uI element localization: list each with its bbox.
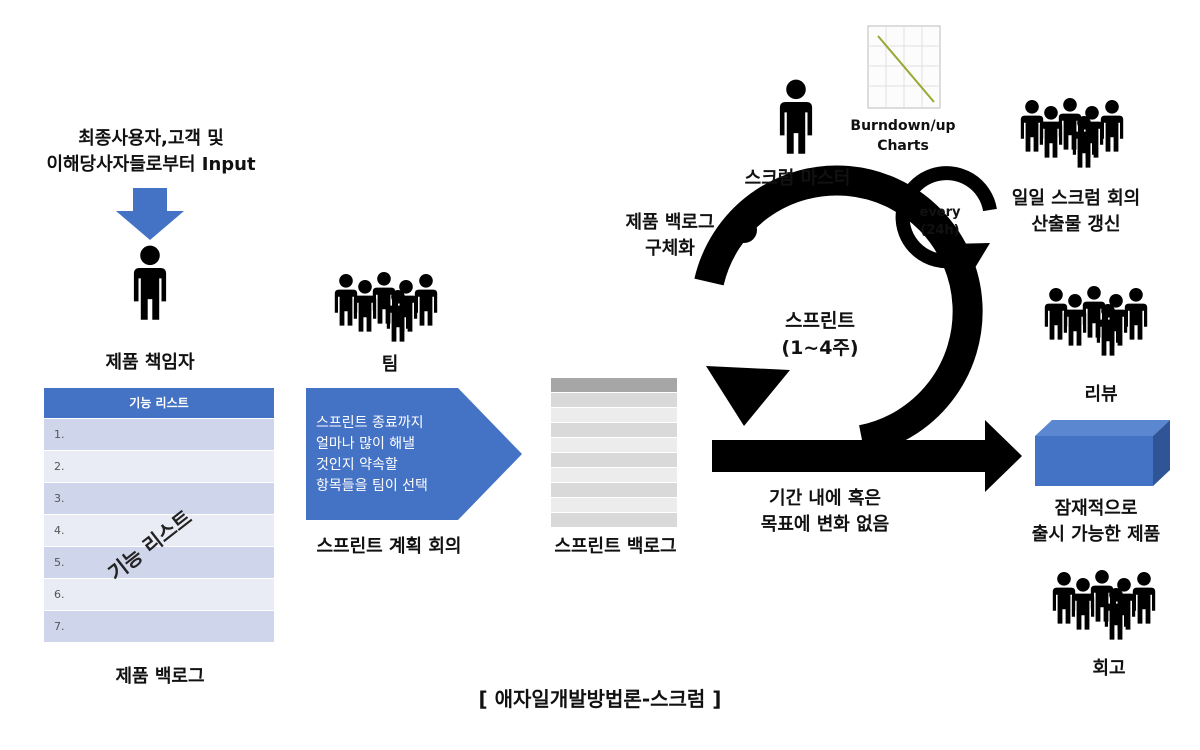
group-icon: [1045, 286, 1147, 356]
cycle-line2: (24h): [920, 223, 960, 238]
table-row: [551, 392, 677, 407]
table-row: [551, 467, 677, 482]
sprint-planning-line: 얼마나 많이 해낼: [316, 436, 416, 452]
team-label: 팀: [381, 354, 399, 375]
table-row: [551, 512, 677, 527]
increment-line1: 잠재적으로: [1054, 498, 1138, 519]
input-source-line1: 최종사용자,고객 및: [78, 128, 224, 149]
sprint-line1: 스프린트: [785, 310, 855, 332]
list-item: 1.: [44, 418, 274, 450]
table-row: [551, 407, 677, 422]
list-item: 5.: [44, 546, 274, 578]
feature-list-table: 기능 리스트 1. 2. 3. 4. 5. 6. 7.: [44, 388, 274, 648]
no-change-line1: 기간 내에 혹은: [769, 488, 881, 509]
no-change-line2: 목표에 변화 없음: [760, 514, 890, 535]
group-icon: [335, 272, 437, 342]
input-source-line2: 이해당사자들로부터 Input: [46, 154, 256, 175]
table-row: [551, 497, 677, 512]
scrum-master-label: 스크럼 마스터: [744, 168, 851, 189]
burndown-label: Burndown/up Charts: [846, 116, 960, 156]
table-row: [551, 422, 677, 437]
burndown-chart-icon: [867, 25, 941, 109]
feature-list-header: 기능 리스트: [44, 388, 274, 418]
sprint-backlog-label: 스프린트 백로그: [554, 536, 677, 557]
list-item: 6.: [44, 578, 274, 610]
daily-scrum-line2: 산출물 갱신: [1031, 214, 1121, 235]
increment-line2: 출시 가능한 제품: [1031, 524, 1161, 545]
burndown-line2: Charts: [877, 138, 929, 154]
sprint-backlog-header: [551, 378, 677, 392]
sprint-planning-text: 스프린트 종료까지 얼마나 많이 해낼 것인지 약속할 항목들을 팀이 선택: [316, 413, 486, 497]
product-cube-icon: [1035, 420, 1170, 486]
group-icon: [1053, 570, 1155, 640]
review-label: 리뷰: [1084, 384, 1118, 405]
sprint-cycle-icon: [694, 165, 1022, 492]
group-icon: [1021, 98, 1123, 168]
sprint-planning-shape: [306, 388, 522, 520]
increment-label: 잠재적으로 출시 가능한 제품: [1006, 496, 1186, 548]
daily-scrum-line1: 일일 스크럼 회의: [1011, 188, 1141, 209]
retrospective-label: 회고: [1092, 658, 1126, 679]
list-item: 2.: [44, 450, 274, 482]
sprint-planning-line: 항목들을 팀이 선택: [316, 478, 428, 494]
product-owner-label: 제품 책임자: [105, 352, 195, 373]
list-item: 7.: [44, 610, 274, 642]
burndown-line1: Burndown/up: [850, 118, 956, 134]
cycle-label: every (24h): [912, 204, 968, 240]
sprint-planning-label: 스프린트 계획 회의: [316, 536, 462, 557]
daily-scrum-label: 일일 스크럼 회의 산출물 갱신: [996, 186, 1156, 238]
cycle-line1: every: [919, 205, 961, 220]
sprint-planning-line: 것인지 약속할: [316, 457, 398, 473]
table-row: [551, 437, 677, 452]
sprint-backlog-table: [551, 378, 677, 527]
sprint-label: 스프린트 (1~4주): [760, 308, 880, 362]
person-icon: [133, 245, 167, 320]
product-backlog-label: 제품 백로그: [115, 666, 205, 687]
backlog-refinement-label: 제품 백로그 구체화: [610, 210, 730, 262]
backlog-refinement-line1: 제품 백로그: [625, 212, 715, 233]
table-row: [551, 452, 677, 467]
sprint-planning-line: 스프린트 종료까지: [316, 415, 424, 431]
person-icon: [779, 79, 813, 154]
table-row: [551, 482, 677, 497]
list-item: 3.: [44, 482, 274, 514]
list-item: 4.: [44, 514, 274, 546]
input-source-label: 최종사용자,고객 및 이해당사자들로부터 Input: [40, 126, 262, 178]
diagram-title: [ 애자일개발방법론-스크럼 ]: [478, 687, 722, 711]
down-arrow-icon: [116, 188, 184, 240]
backlog-refinement-line2: 구체화: [645, 238, 695, 259]
sprint-line2: (1~4주): [781, 337, 859, 359]
no-change-label: 기간 내에 혹은 목표에 변화 없음: [740, 486, 910, 538]
